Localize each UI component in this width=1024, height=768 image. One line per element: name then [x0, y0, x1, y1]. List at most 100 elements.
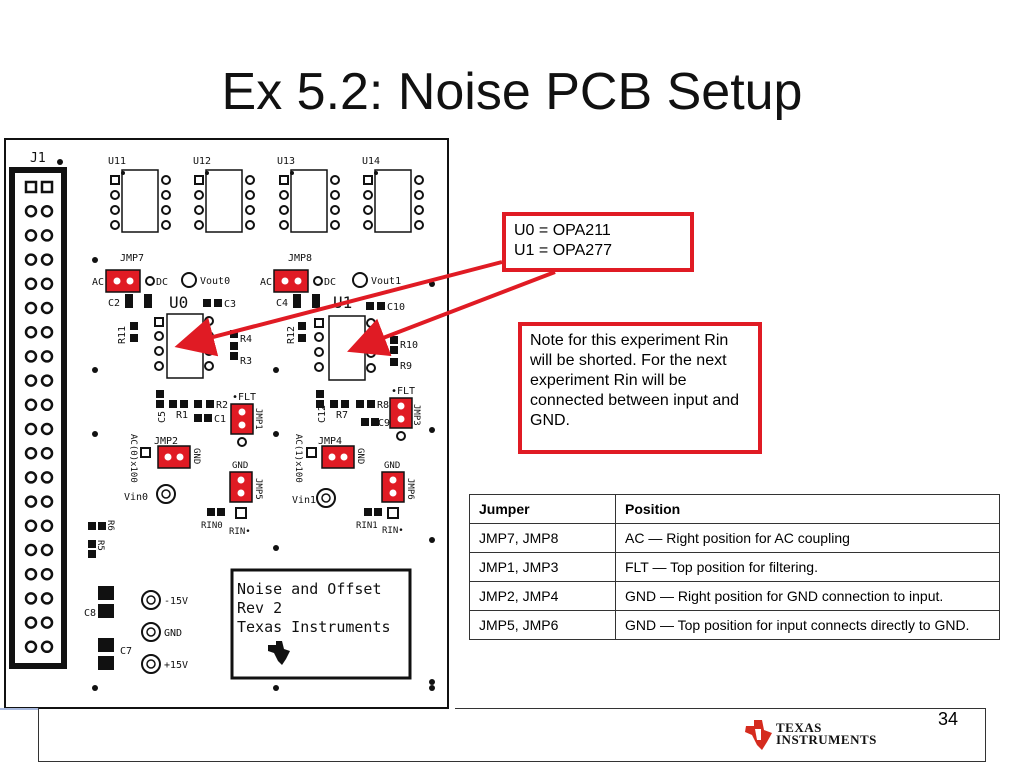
socket-pin — [414, 205, 424, 215]
socket-pin — [414, 190, 424, 200]
note-callout: Note for this experiment Rin will be sho… — [518, 322, 762, 454]
socket-row: U11 U12 U13 U14 — [108, 156, 424, 233]
socket-pin — [414, 220, 424, 230]
svg-text:DC: DC — [156, 277, 168, 288]
j1-pin — [40, 422, 54, 436]
j1-pin — [24, 519, 38, 533]
svg-text:JMP2: JMP2 — [154, 436, 178, 447]
j1-pin — [40, 325, 54, 339]
jmp6-jumper[interactable] — [381, 471, 405, 503]
svg-text:RIN1: RIN1 — [356, 521, 378, 531]
socket-pin — [279, 190, 289, 200]
jumper-table: Jumper Position JMP7, JMP8 AC — Right po… — [469, 494, 1000, 640]
j1-pin — [40, 446, 54, 460]
j1-pins — [24, 180, 54, 654]
ti-logo-text: TEXAS INSTRUMENTS — [776, 720, 877, 747]
vout0-testpoint — [181, 272, 197, 288]
table-row: JMP5, JMP6 GND — Top position for input … — [469, 610, 1000, 640]
socket-pin — [110, 220, 120, 230]
svg-text:AC(1)x100: AC(1)x100 — [293, 434, 303, 483]
socket-pin — [194, 190, 204, 200]
vin0-testpoint — [156, 484, 176, 504]
j1-pin — [40, 495, 54, 508]
slide-number: 34 — [938, 709, 959, 729]
socket-pin1-dot — [121, 171, 125, 175]
svg-text:JMP4: JMP4 — [318, 436, 342, 447]
jmp3-jumper[interactable] — [389, 397, 413, 429]
jmp8-jumper[interactable] — [273, 269, 309, 293]
table-cell-position: GND — Right position for GND connection … — [615, 581, 1000, 611]
j1-pin — [24, 592, 38, 605]
j1-pin — [40, 543, 54, 557]
pos15v-terminal — [141, 654, 161, 674]
pcb-board: J1 U11 U12 U13 U14 JMP7 AC DC Vout0 C2 U… — [4, 138, 449, 709]
svg-text:Noise and Offset: Noise and Offset — [237, 580, 382, 598]
svg-text:C7: C7 — [120, 646, 132, 657]
jmp4-jumper[interactable] — [321, 445, 355, 469]
channel-1: JMP8 AC DC Vout1 C4 U1 C10 R12 R10 R9 C1… — [260, 253, 421, 536]
jmp7-jumper[interactable] — [105, 269, 141, 293]
svg-text:Vin1: Vin1 — [292, 495, 316, 506]
svg-text:R6: R6 — [105, 520, 115, 531]
j1-pin — [24, 543, 38, 557]
j1-pin — [24, 253, 38, 266]
table-cell-position: GND — Top position for input connects di… — [615, 610, 1000, 640]
gnd-terminal — [141, 622, 161, 642]
table-row: JMP7, JMP8 AC — Right position for AC co… — [469, 523, 1000, 553]
svg-text:R11: R11 — [117, 326, 128, 344]
svg-text:GND: GND — [164, 628, 182, 639]
svg-text:JMP3: JMP3 — [411, 404, 421, 426]
svg-text:Vout0: Vout0 — [200, 276, 230, 287]
amp-callout-line-2: U1 = OPA277 — [514, 242, 612, 259]
socket-label-u11: U11 — [108, 156, 126, 167]
svg-text:RIN•: RIN• — [382, 526, 404, 536]
j1-pin — [24, 277, 38, 291]
socket-body — [290, 169, 328, 233]
svg-text:C8: C8 — [84, 608, 96, 619]
svg-text:R5: R5 — [95, 540, 105, 551]
svg-text:R8: R8 — [377, 400, 389, 411]
j1-pin — [40, 229, 54, 242]
j1-pin — [24, 495, 38, 508]
j1-pin — [24, 350, 38, 363]
socket-body — [205, 169, 243, 233]
footer-box — [38, 708, 986, 762]
jmp2-jumper[interactable] — [157, 445, 191, 469]
amp-callout-line-1: U0 = OPA211 — [514, 222, 611, 239]
table-header-position: Position — [615, 494, 1000, 524]
table-header-row: Jumper Position — [469, 494, 1000, 524]
socket-pin — [279, 205, 289, 215]
svg-text:R9: R9 — [400, 361, 412, 372]
socket-pin — [414, 175, 424, 185]
socket-pin — [330, 175, 340, 185]
socket-body — [121, 169, 159, 233]
socket-pin — [363, 175, 373, 185]
svg-text:JMP1: JMP1 — [253, 408, 263, 430]
amp-callout: U0 = OPA211 U1 = OPA277 — [502, 212, 694, 272]
svg-text:AC: AC — [260, 277, 272, 288]
svg-text:C4: C4 — [276, 298, 288, 309]
socket-label-u13: U13 — [277, 156, 295, 167]
u0-label: U0 — [169, 293, 188, 312]
svg-text:Vout1: Vout1 — [371, 276, 401, 287]
svg-text:+15V: +15V — [164, 660, 188, 671]
slide-title: Ex 5.2: Noise PCB Setup — [221, 63, 803, 121]
table-cell-jumper: JMP2, JMP4 — [469, 581, 616, 611]
j1-connector — [9, 167, 67, 669]
jmp1-jumper[interactable] — [230, 403, 254, 435]
j1-pin — [40, 519, 54, 533]
socket-pin — [110, 190, 120, 200]
arrow-to-u0 — [174, 260, 503, 357]
j1-pin — [40, 253, 54, 266]
svg-text:R2: R2 — [216, 400, 228, 411]
socket-pin — [363, 205, 373, 215]
jmp5-jumper[interactable] — [229, 471, 253, 503]
ti-logo — [745, 720, 772, 750]
j1-pin — [40, 640, 54, 654]
svg-text:R1: R1 — [176, 410, 188, 421]
svg-text:R12: R12 — [286, 326, 297, 344]
table-row: JMP2, JMP4 GND — Right position for GND … — [469, 581, 1000, 611]
vout1-testpoint — [352, 272, 368, 288]
socket-pin — [363, 220, 373, 230]
footer-accent — [0, 708, 38, 710]
